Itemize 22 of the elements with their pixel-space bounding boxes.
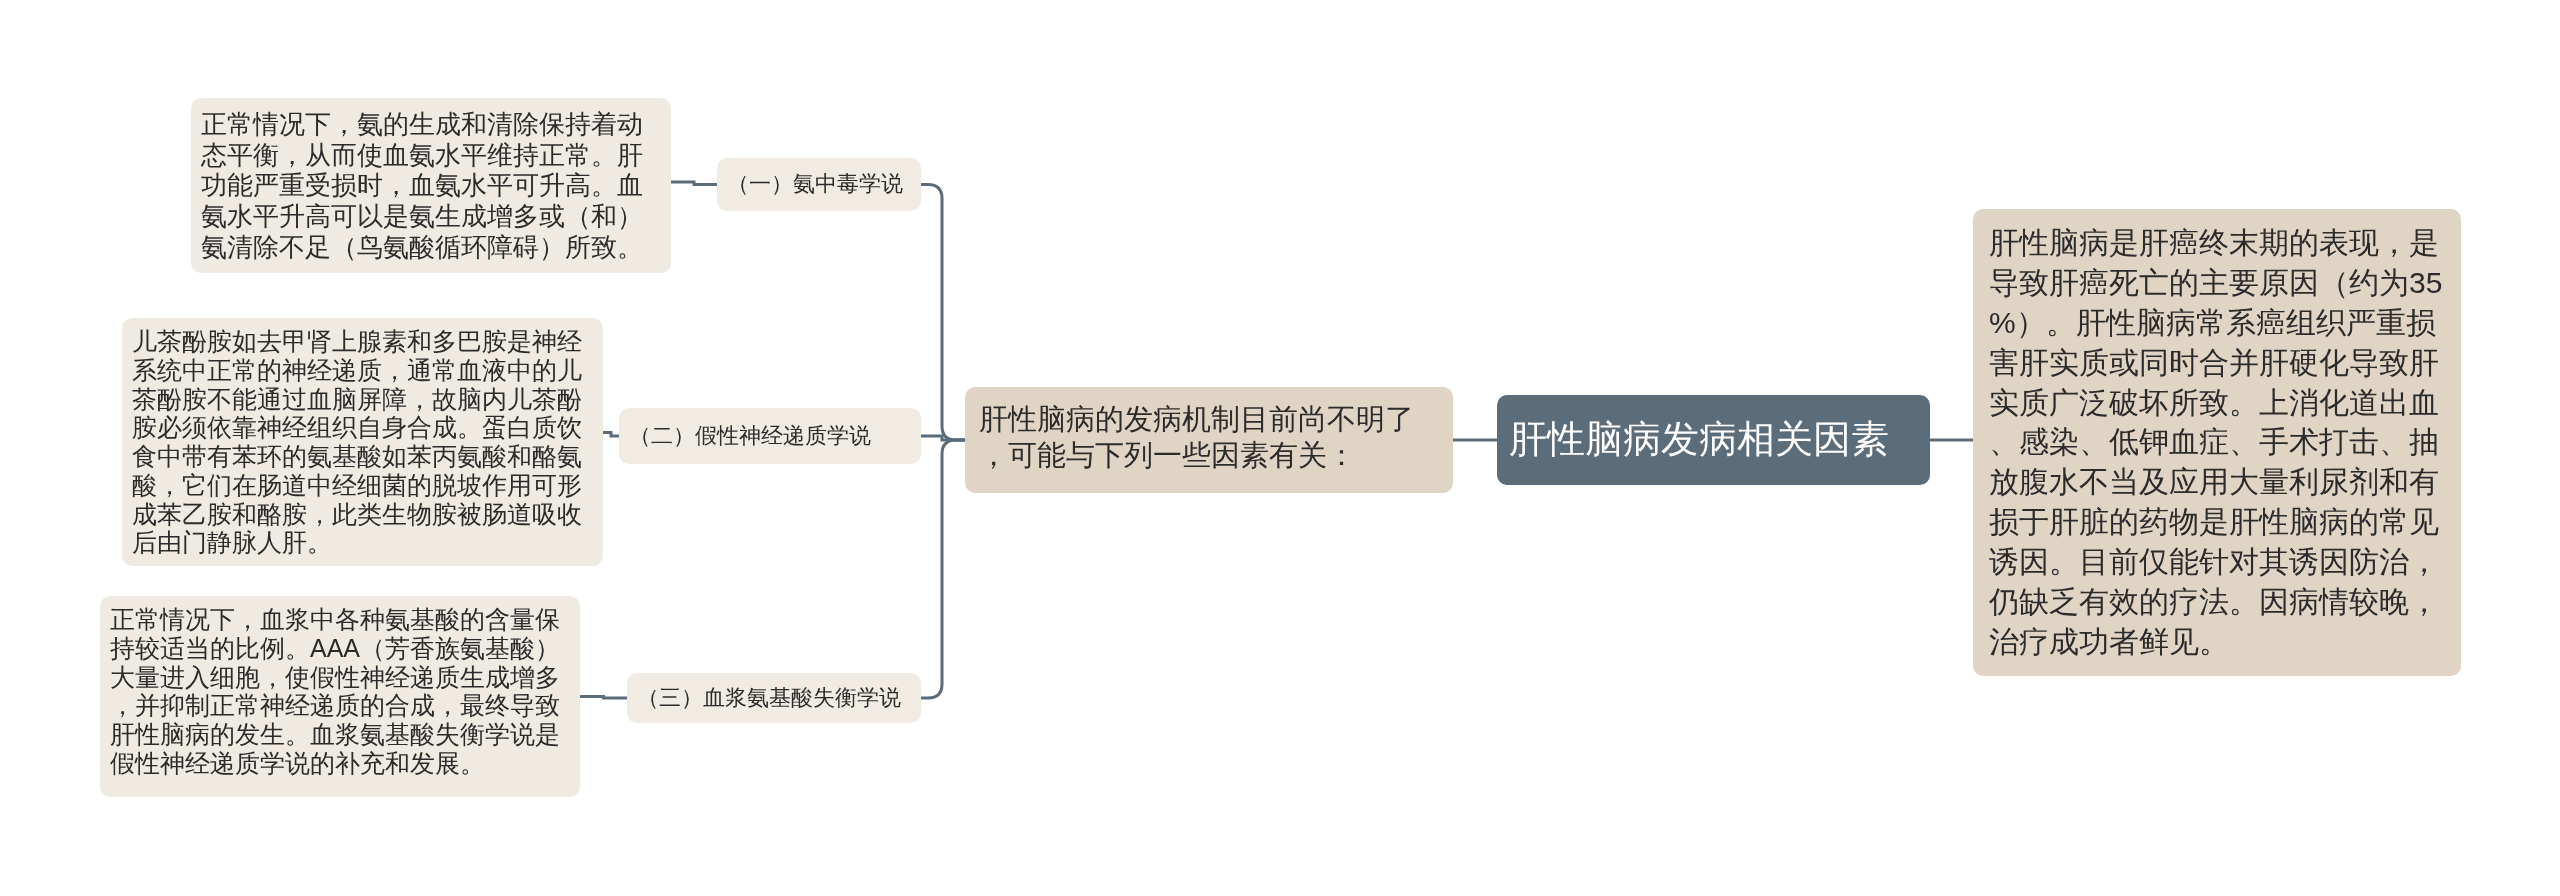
subtopic-box [627,673,921,723]
subtopic-box [717,158,921,211]
connector-line [1453,438,1497,442]
node-text: 肝性脑病发病相关因素 [1509,417,1890,463]
process-box [965,387,1453,493]
connector-line [671,180,717,186]
node-text: 儿茶酚胺如去甲肾上腺素和多巴胺是神经系统中正常的神经递质，通常血液中的儿茶酚胺不能通过血脑屏障，故脑内儿茶酚胺必须依靠神经组织自身合成。蛋白质饮食中带有苯环的氨基酸如苯丙氨酸和酪氨酸，它们在肠道中经细菌的脱坡作用可形成苯乙胺和酪胺，此类生物胺被肠道吸收后由门静脉人肝。 [132,327,583,557]
node-text: 肝性脑病是肝癌终末期的表现，是导致肝癌死亡的主要原因（约为35%）。肝性脑病常系癌组织严重损害肝实质或同时合并肝硬化导致肝实质广泛破坏所致。上消化道出血、感染、低钾血症、手术打击、抽放腹水不当及应用大量利尿剂和有损于肝脏的药物是肝性脑病的常见诱因。目前仅能针对其诱因防治，仍缺乏有效的疗法。因病情较晚，治疗成功者鲜见。 [1989,225,2444,660]
node-text: 正常情况下，氨的生成和清除保持着动态平衡，从而使血氨水平维持正常。肝功能严重受损时，血氨水平可升高。血氨水平升高可以是氨生成增多或（和）氨清除不足（鸟氨酸循环障碍）所致。 [201,109,644,263]
subtopic-box [619,408,921,464]
node-text: （三）血浆氨基酸失衡学说 [637,684,902,712]
connector-line [580,695,627,700]
connector-line [1930,438,1973,442]
node-text: 肝性脑病的发病机制目前尚不明了，可能与下列一些因素有关： [979,402,1415,474]
note-box [191,98,671,274]
node-text: （一）氨中毒学说 [727,171,904,198]
node-text: 正常情况下，血浆中各种氨基酸的含量保持较适当的比例。AAA（芳香族氨基酸）大量进入细胞，使假性神经递质生成增多，并抑制正常神经递质的合成，最终导致肝性脑病的发生。血浆氨基酸失衡学说是假性神经递质学说的补充和发展。 [110,605,562,778]
connector-line [603,431,619,438]
topic-box [1497,395,1930,485]
connector-line [921,438,965,700]
node-text: （二）假性神经递质学说 [629,422,872,450]
note-box [100,596,580,797]
